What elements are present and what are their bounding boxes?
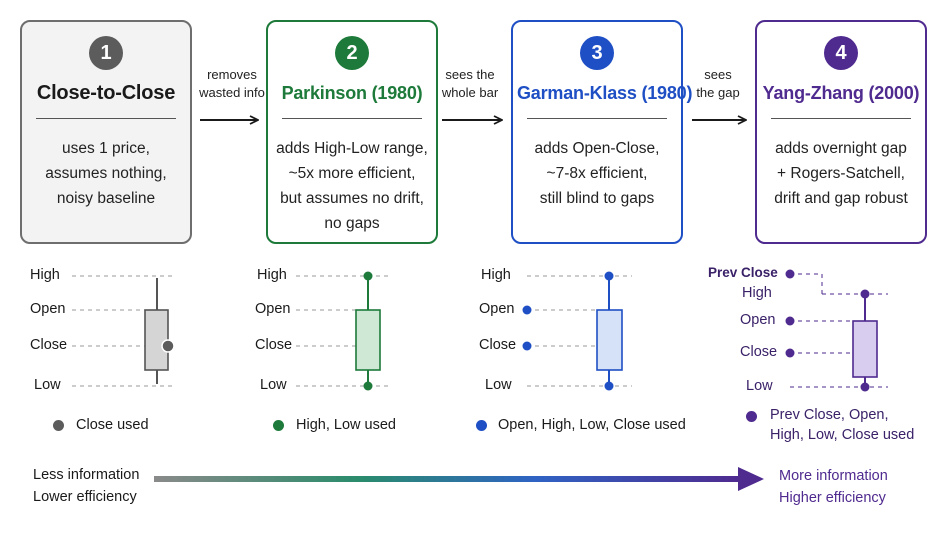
level-label-low: Low — [34, 377, 61, 393]
footer-more-information: More information Higher efficiency — [779, 465, 888, 509]
legend-line: High, Low, Close used — [770, 427, 915, 443]
low-point — [860, 382, 870, 392]
card-yang-zhang: 4 Yang-Zhang (2000) adds overnight gap +… — [755, 20, 927, 244]
footer-line: Lower efficiency — [33, 489, 137, 505]
level-label-open: Open — [479, 301, 515, 317]
high-point — [604, 271, 614, 281]
connector-label-line: the gap — [696, 85, 740, 100]
card-description: adds overnight gap + Rogers-Satchell, dr… — [763, 136, 919, 211]
legend-dot-icon — [53, 420, 64, 431]
open-point — [522, 305, 532, 315]
low-point — [604, 381, 614, 391]
connector-label-line: sees the — [445, 67, 495, 82]
legend-high-low-used: High, Low used — [296, 417, 396, 433]
connector-label-line: sees — [704, 67, 732, 82]
card-title: Parkinson (1980) — [281, 83, 423, 103]
card-title: Close-to-Close — [36, 82, 176, 104]
card-description: adds High-Low range, ~5x more efficient,… — [274, 136, 430, 236]
level-label-high: High — [257, 267, 287, 283]
card-desc-line: no gaps — [324, 215, 380, 232]
open-point — [785, 316, 795, 326]
prev-close-point — [785, 269, 795, 279]
card-parkinson: 2 Parkinson (1980) adds High-Low range, … — [266, 20, 438, 244]
level-label-close: Close — [479, 337, 517, 353]
card-description: adds Open-Close, ~7-8x efficient, still … — [519, 136, 675, 211]
card-garman-klass: 3 Garman-Klass (1980) adds Open-Close, ~… — [511, 20, 693, 244]
card-desc-line: ~7-8x efficient, — [546, 165, 648, 182]
card-desc-line: noisy baseline — [56, 190, 156, 207]
legend-line: Prev Close, Open, — [770, 407, 889, 423]
level-label-open: Open — [740, 312, 776, 328]
step-badge-4: 4 — [824, 36, 858, 70]
connector-label-2: sees the whole bar — [430, 66, 510, 102]
connector-label-line: removes — [207, 67, 257, 82]
connector-label-1: removes wasted info — [192, 66, 272, 102]
legend-dot-icon — [476, 420, 487, 431]
close-point — [522, 341, 532, 351]
step-badge-3: 3 — [580, 36, 614, 70]
footer-line: Less information — [33, 467, 140, 483]
legend-close-used: Close used — [76, 417, 149, 433]
legend-dot-icon — [273, 420, 284, 431]
card-close-to-close: 1 Close-to-Close uses 1 price, assumes n… — [20, 20, 192, 244]
card-title: Yang-Zhang (2000) — [762, 83, 920, 103]
level-label-open: Open — [30, 301, 66, 317]
card-desc-line: but assumes no drift, — [280, 190, 424, 207]
card-desc-line: + Rogers-Satchell, — [777, 165, 905, 182]
footer-line: More information — [779, 468, 888, 484]
legend-ohlc-used: Open, High, Low, Close used — [498, 417, 686, 433]
card-title: Garman-Klass (1980) — [517, 83, 693, 103]
level-label-prev-close: Prev Close — [708, 265, 778, 280]
level-label-open: Open — [255, 301, 291, 317]
level-label-high: High — [30, 267, 60, 283]
arrow-head-icon — [738, 467, 764, 491]
footer-line: Higher efficiency — [779, 490, 886, 506]
card-desc-line: adds Open-Close, — [534, 140, 660, 157]
connector-label-line: wasted info — [199, 85, 265, 100]
level-label-low: Low — [485, 377, 512, 393]
candlestick-panel-1 — [72, 275, 175, 387]
card-desc-line: uses 1 price, — [62, 140, 150, 157]
level-label-low: Low — [746, 378, 773, 394]
level-label-close: Close — [30, 337, 68, 353]
card-desc-line: assumes nothing, — [45, 165, 167, 182]
connector-label-line: whole bar — [441, 85, 499, 100]
card-divider — [36, 118, 176, 119]
step-badge-2: 2 — [335, 36, 369, 70]
candlestick-panel-2 — [296, 271, 390, 391]
level-label-close: Close — [255, 337, 293, 353]
high-point — [363, 271, 373, 281]
level-label-low: Low — [260, 377, 287, 393]
card-desc-line: ~5x more efficient, — [288, 165, 416, 182]
card-desc-line: still blind to gaps — [539, 190, 655, 207]
level-label-high: High — [481, 267, 511, 283]
card-desc-line: adds overnight gap — [775, 140, 907, 157]
card-divider — [282, 118, 422, 119]
legend-all-prices-used: Prev Close, Open, High, Low, Close used — [770, 405, 914, 445]
high-point — [860, 289, 870, 299]
card-desc-line: drift and gap robust — [774, 190, 908, 207]
step-badge-1: 1 — [89, 36, 123, 70]
candlestick-panel-3 — [522, 271, 632, 391]
card-divider — [771, 118, 911, 119]
card-divider — [527, 118, 667, 119]
connector-label-3: sees the gap — [678, 66, 758, 102]
card-description: uses 1 price, assumes nothing, noisy bas… — [28, 136, 184, 211]
footer-less-information: Less information Lower efficiency — [33, 464, 139, 508]
information-gradient-arrow — [154, 467, 764, 491]
close-point — [161, 339, 175, 353]
legend-dot-icon — [746, 411, 757, 422]
low-point — [363, 381, 373, 391]
level-label-high: High — [742, 285, 772, 301]
card-desc-line: adds High-Low range, — [276, 140, 428, 157]
close-point — [785, 348, 795, 358]
candlestick-panel-4 — [785, 269, 888, 392]
level-label-close: Close — [740, 344, 778, 360]
